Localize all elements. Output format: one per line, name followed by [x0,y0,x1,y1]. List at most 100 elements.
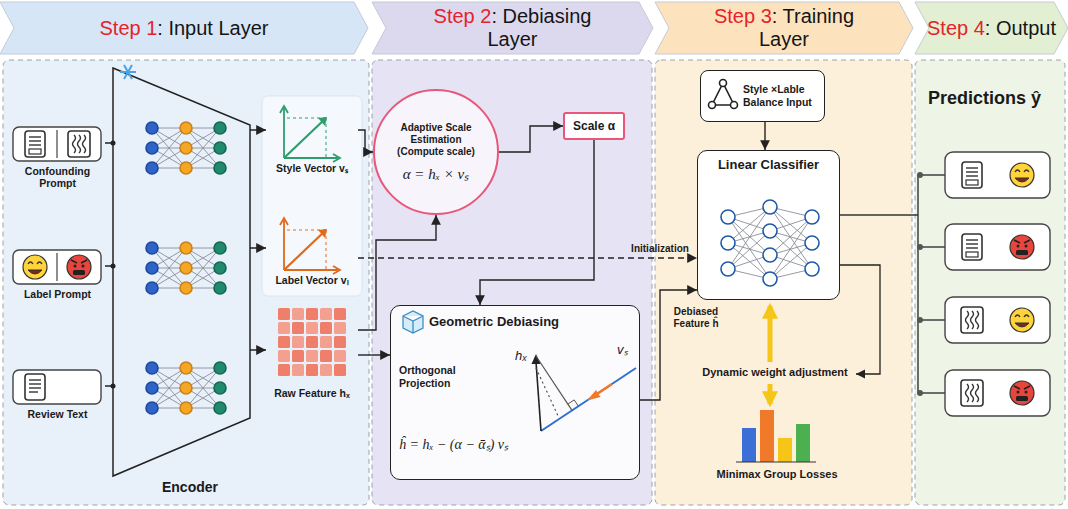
banner-heading: Step 1: Input Layer [34,17,334,40]
node-text: Step 2 [434,5,492,27]
net-link [770,243,812,279]
text-line [29,391,38,392]
neuron [214,402,226,414]
page-outline [25,131,45,157]
divider [56,130,57,158]
banner-heading: Step 4: Output [917,17,1067,40]
node-text: hₓ [515,348,527,363]
feature-cell [320,322,332,334]
port-dot [111,141,116,146]
neuron [214,142,226,154]
input-block: Review Text [10,368,105,430]
output-line [840,214,918,215]
wave-stroke [966,384,969,402]
feature-cell [292,322,304,334]
connector [764,122,765,150]
step-note: Dynamic weight adjustment [700,366,850,379]
angry-icon [1010,235,1034,259]
face [1010,381,1034,405]
net-link [770,231,812,269]
mouth [1015,178,1029,182]
page-outline [25,374,45,400]
neuron [763,248,777,262]
neuron [763,272,777,286]
neuron [180,382,192,394]
connector [358,130,373,152]
edge-label: Debiased Feature ĥ [665,306,727,330]
node-text: Label Vector vₗ [266,274,358,287]
chevron-shape [372,2,653,54]
node-text: : Training Layer [759,5,854,50]
step-banner: Step 1: Input Layer [0,2,368,54]
wave-stroke [78,135,81,153]
chevron-shape [915,2,1068,54]
loss-bar [778,438,792,462]
node-text: Geometric Debiasing [429,314,631,330]
node-text: Linear Classifier [698,157,839,173]
node-text: Style ×Lable Balance Input [743,83,818,109]
text-line [29,383,41,384]
feature-cell [320,308,332,320]
branch-dot [917,390,923,396]
neuron [180,142,192,154]
neuron [180,282,192,294]
bar-baseline [736,462,816,463]
node-figure [266,100,358,162]
encoder-trapezoid [113,68,250,476]
happy-icon [1010,308,1034,332]
connector [358,257,697,258]
face [1010,235,1034,259]
neuron [214,282,226,294]
prediction-box [945,224,1050,270]
neuron [805,262,819,276]
net-link [770,217,812,255]
neuron [146,362,158,374]
step-banner: Step 4: Output [915,2,1068,54]
prediction-box [945,297,1050,343]
angry-icon [1010,381,1034,405]
arrow-head [587,390,601,401]
feature-cell [278,350,290,362]
port-dot [111,264,116,269]
feature-cell [292,336,304,348]
brows [71,260,87,263]
axis-lines [284,220,338,270]
wave-stroke [971,384,974,402]
mouth [1016,396,1028,401]
wave-stroke [971,311,974,329]
icon-box [13,370,101,404]
eye [74,265,77,268]
eyes [28,262,42,264]
loss-bar [760,410,774,462]
neuron [180,122,192,134]
chevron-shape [655,2,913,54]
input-panel [3,60,369,505]
graph-node [709,102,716,109]
input-block: Label Prompt [10,248,105,310]
text-line [966,167,978,168]
eye [1025,391,1028,394]
vector-arrow [284,230,326,270]
node-text: Scale α [573,119,615,133]
node-figure [391,306,641,481]
eyes [1015,315,1029,317]
neuron [180,402,192,414]
neuron [146,122,158,134]
step-banner: Step 2: Debiasing Layer [372,2,653,54]
mouth [73,270,85,275]
snow-arm [124,65,132,79]
feature-cell [334,364,346,376]
step-banner: Step 3: Training Layer [655,2,913,54]
connector [499,126,563,152]
node-figure [10,248,105,288]
frozen-icon [120,65,136,79]
eye [82,265,85,268]
output-bus [917,175,918,393]
neuron [146,262,158,274]
feature-cell [292,364,304,376]
node-text: : Debiasing Layer [487,5,591,50]
doc-icon [25,131,45,157]
feature-cell [334,350,346,362]
brows [1014,240,1030,243]
prediction-box [945,370,1050,416]
